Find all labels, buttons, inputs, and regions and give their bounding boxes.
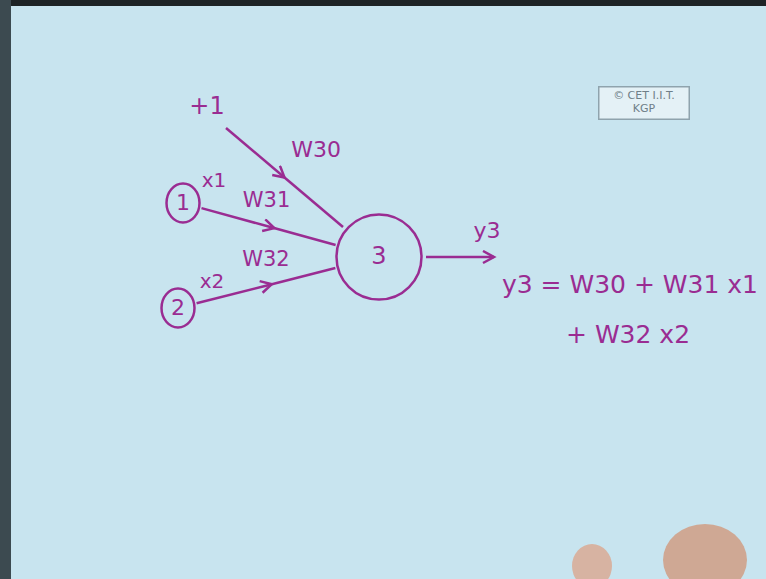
circle-outline	[337, 215, 422, 300]
node-text: © CET I.I.T. KGP	[612, 90, 676, 115]
weight-label: W32	[242, 248, 290, 271]
watermark-box: © CET I.I.T. KGP	[598, 86, 690, 120]
input-neuron: 1	[165, 182, 201, 224]
input-signal: x2	[200, 270, 225, 292]
output-arrow	[426, 256, 494, 259]
left-frame-band	[0, 0, 11, 579]
input-neuron: 2	[160, 287, 196, 329]
box-outline	[599, 87, 690, 120]
node-text: 2	[171, 295, 185, 320]
hand-finger	[663, 524, 747, 579]
weighted-connection	[201, 208, 335, 245]
equation: y3 = W30 + W31 x1	[502, 271, 758, 299]
bias-input-line	[226, 128, 343, 227]
output-neuron: 3	[335, 213, 423, 301]
input-signal: x1	[202, 169, 227, 191]
output-signal: y3	[473, 219, 500, 243]
top-frame-band	[0, 0, 766, 6]
bias-input: +1	[189, 93, 224, 119]
hand-finger	[572, 544, 612, 579]
equation: + W32 x2	[566, 321, 690, 349]
circle-outline	[167, 184, 200, 223]
node-text: 3	[371, 243, 386, 271]
weight-label: W30	[291, 138, 341, 162]
circle-outline	[162, 289, 195, 328]
node-text: 1	[176, 190, 190, 215]
weight-label: W31	[243, 189, 291, 212]
weighted-connection	[197, 268, 336, 303]
